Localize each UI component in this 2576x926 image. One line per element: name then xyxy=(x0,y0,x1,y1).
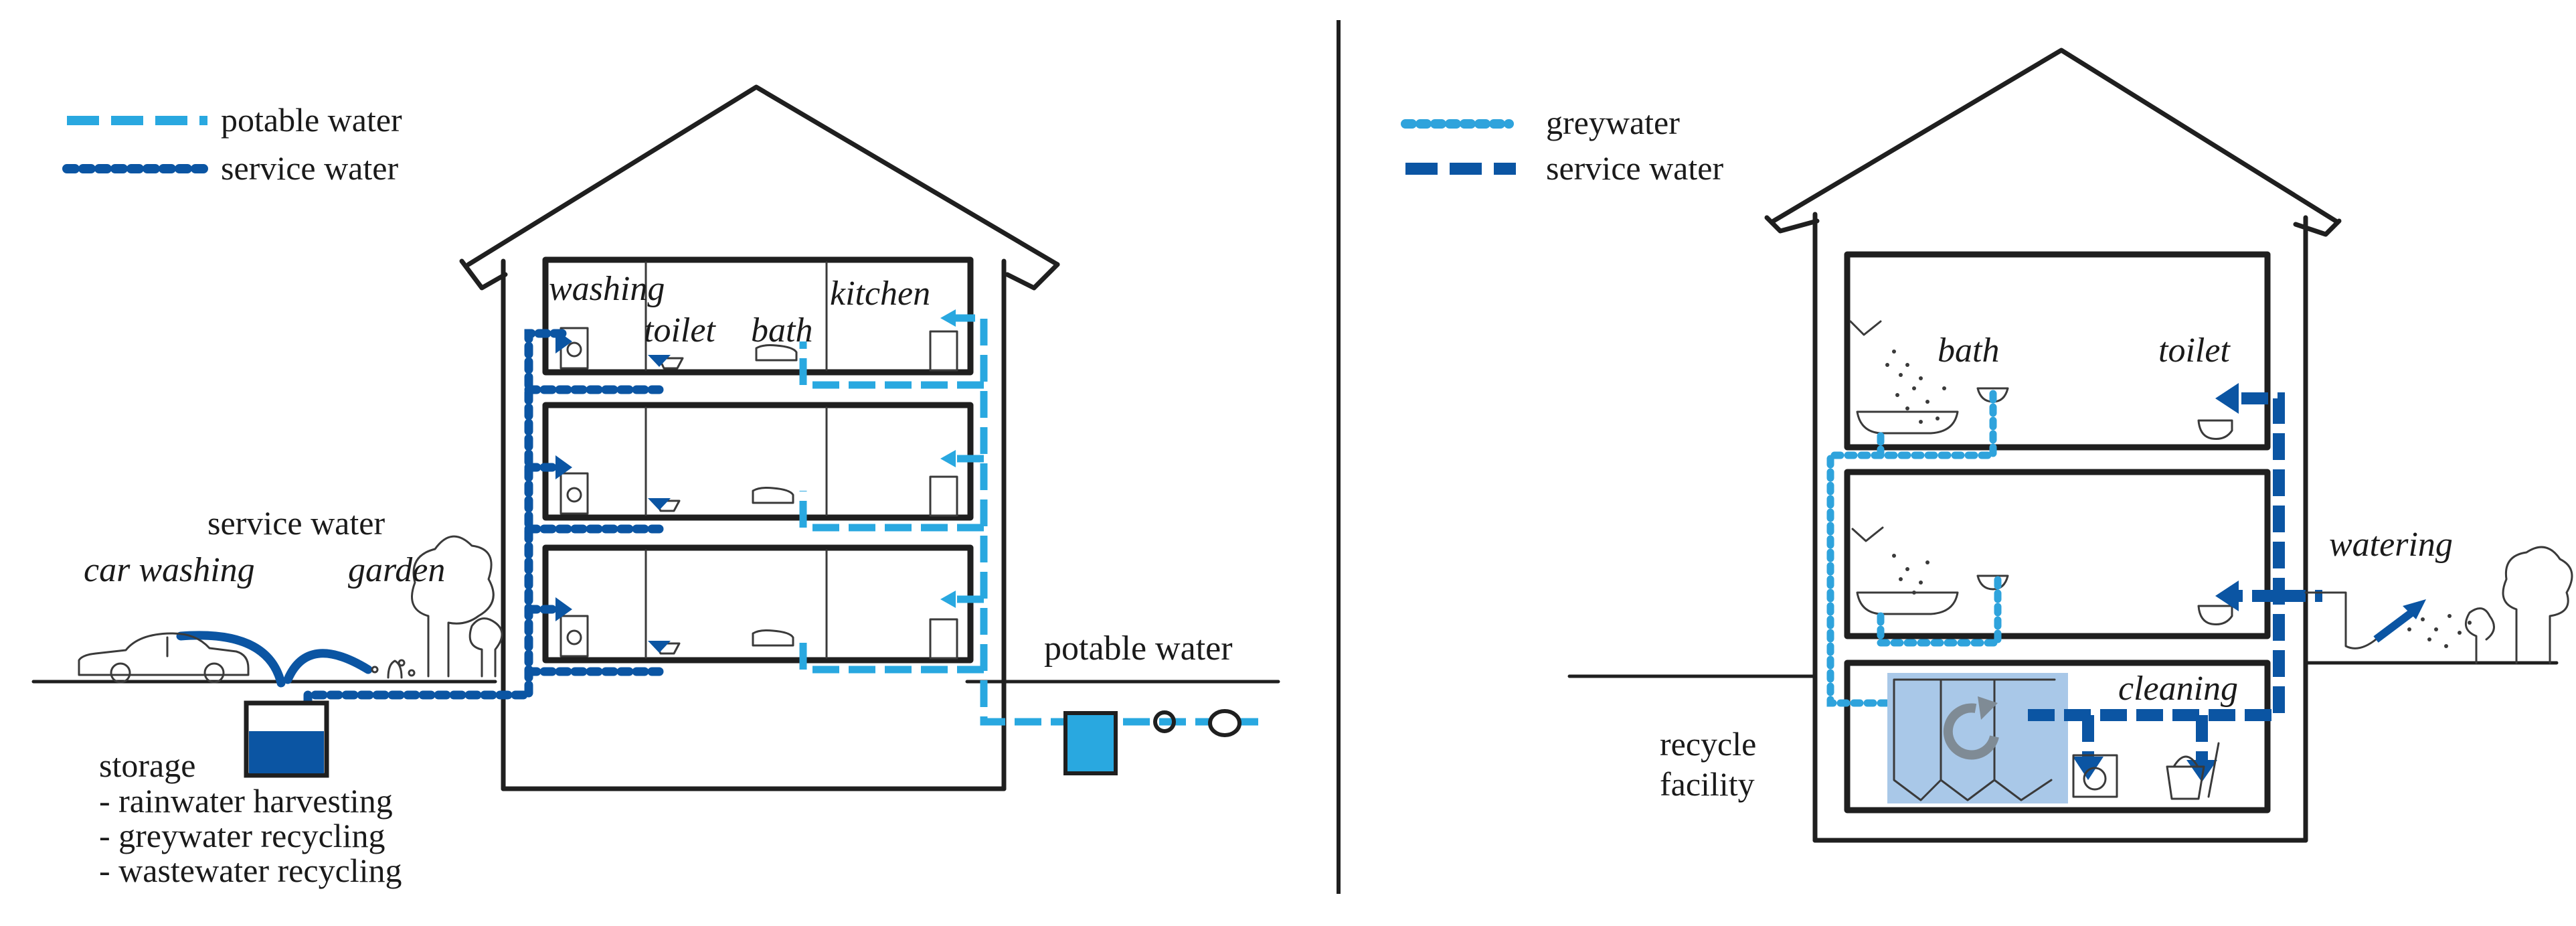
right-floor-2 xyxy=(1844,251,2271,451)
greywater-pipes xyxy=(1826,390,2002,707)
storage-title: storage xyxy=(99,747,195,784)
left-floor-1 xyxy=(542,544,974,664)
service-right-arrowheads xyxy=(2073,383,2239,782)
bathtub-sinks xyxy=(1856,387,2233,625)
left-legend: potable water service water xyxy=(62,101,402,187)
right-panel: greywater service water xyxy=(1401,48,2573,843)
car-icon xyxy=(78,632,250,684)
potable-tank xyxy=(1063,711,1118,775)
right-floor-1 xyxy=(1844,469,2271,639)
garden-spray xyxy=(283,649,373,684)
car-washing-label: car washing xyxy=(84,551,255,589)
watering-arrow xyxy=(2373,606,2419,643)
watering-arrowhead xyxy=(2403,599,2426,619)
car-wash-spray xyxy=(176,631,286,688)
legend-service-right-label: service water xyxy=(1546,149,1723,187)
garden-label: garden xyxy=(348,551,445,589)
tree-icon xyxy=(371,535,503,679)
right-legend: greywater service water xyxy=(1401,104,1723,187)
left-floor-2 xyxy=(542,402,974,521)
recycle-arrow-icon xyxy=(1943,703,1999,760)
recycle-tanks xyxy=(1893,678,2056,801)
recycle-label-line1: recycle xyxy=(1660,725,1756,763)
storage-item-1: - rainwater harvesting xyxy=(99,782,393,820)
potable-water-label: potable water xyxy=(1044,629,1233,668)
tap-icon xyxy=(2304,591,2377,649)
potable-arrowheads xyxy=(940,309,956,608)
left-house xyxy=(459,84,1060,791)
right-basement xyxy=(1844,660,2271,814)
right-house xyxy=(1764,48,2342,843)
recycle-facility-box xyxy=(1887,673,2068,803)
storage-item-3: - wastewater recycling xyxy=(99,852,402,889)
service-pipes xyxy=(303,329,664,726)
right-tree-icon xyxy=(2464,546,2573,664)
service-pipes-right xyxy=(2028,392,2322,763)
watering-spray xyxy=(2407,614,2472,648)
legend-potable-label: potable water xyxy=(221,101,402,139)
cleaning-bucket-icon xyxy=(2166,742,2220,800)
service-water-label: service water xyxy=(207,504,385,542)
watering-label: watering xyxy=(2329,526,2453,564)
legend-greywater-label: greywater xyxy=(1546,104,1680,141)
recycle-arrow-head xyxy=(1978,696,1998,720)
storage-item-2: - greywater recycling xyxy=(99,817,385,854)
left-panel: potable water service water xyxy=(31,84,1280,889)
service-arrowheads xyxy=(555,329,671,653)
storage-water xyxy=(249,731,324,773)
potable-pipes xyxy=(799,314,1258,726)
washing-machine-icon xyxy=(2072,754,2118,798)
legend-service-label: service water xyxy=(221,149,398,187)
room-label-toilet: toilet xyxy=(644,311,716,350)
cleaning-label: cleaning xyxy=(2118,670,2238,708)
water-meter-icon xyxy=(1153,710,1176,733)
right-bath-label: bath xyxy=(1938,331,1999,370)
right-toilet-label: toilet xyxy=(2158,331,2231,370)
recycle-label-line2: facility xyxy=(1660,765,1755,803)
water-main-icon xyxy=(1208,709,1241,737)
room-label-kitchen: kitchen xyxy=(830,275,930,313)
room-label-washing: washing xyxy=(549,270,665,308)
